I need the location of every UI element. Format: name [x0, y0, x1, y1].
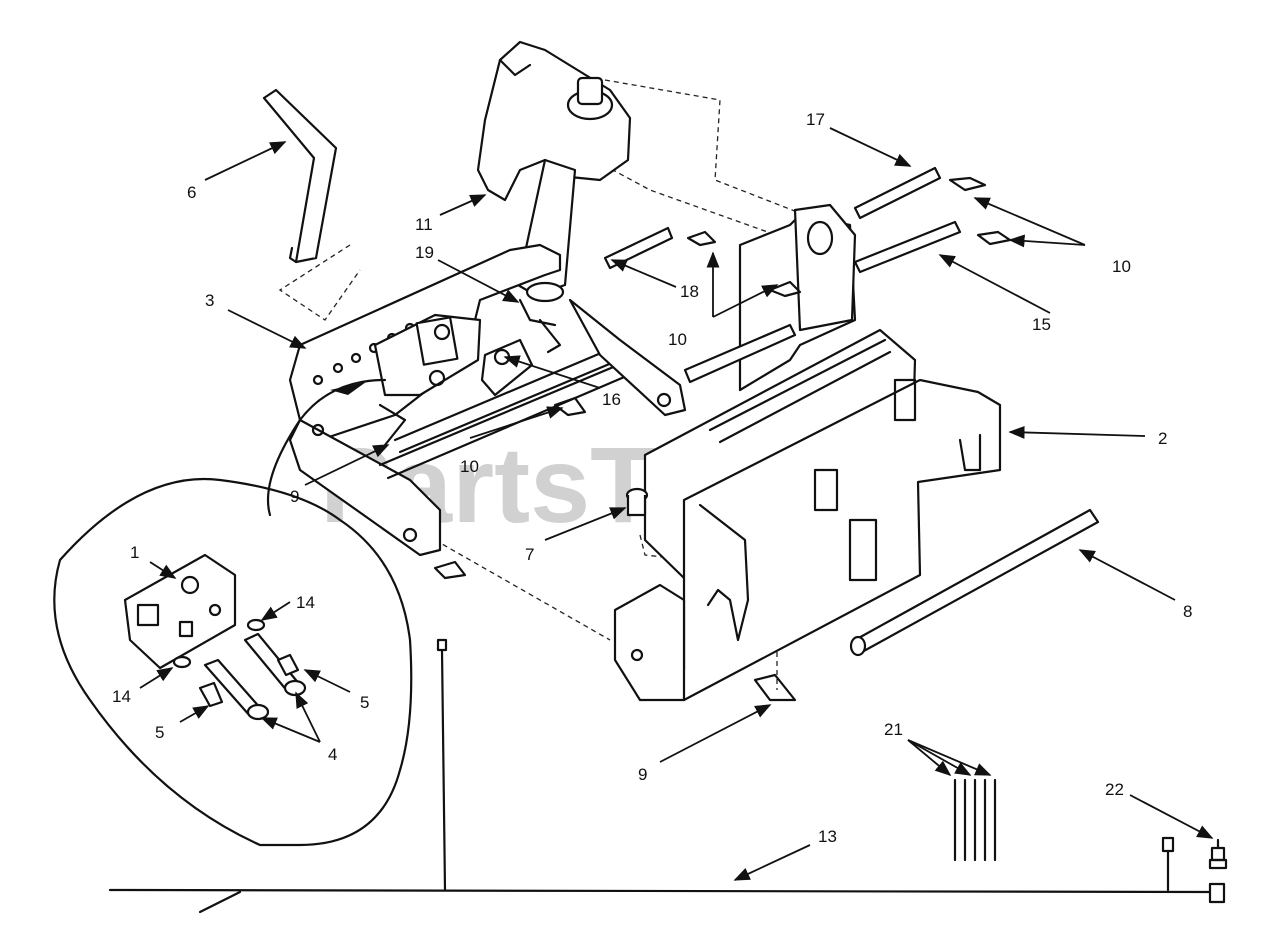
- callout-21: 21: [884, 720, 903, 739]
- callout-1: 1: [130, 543, 139, 562]
- part-8-rod: [849, 508, 1100, 657]
- callout-19: 19: [415, 243, 434, 262]
- callout-14-upper: 14: [296, 593, 315, 612]
- callout-14-lower: 14: [112, 687, 131, 706]
- callout-13: 13: [818, 827, 837, 846]
- part-2-main-frame: [613, 203, 1002, 702]
- inset-detail-box: [53, 378, 413, 847]
- part-7-pin: [625, 487, 649, 517]
- callout-17: 17: [806, 110, 825, 129]
- callout-3: 3: [205, 291, 214, 310]
- callout-15: 15: [1032, 315, 1051, 334]
- leader-arrows: [139, 127, 1214, 881]
- callout-10-right: 10: [1112, 257, 1131, 276]
- rods: [603, 166, 962, 384]
- callout-8: 8: [1183, 602, 1192, 621]
- callout-5-left: 5: [155, 723, 164, 742]
- callout-labels: 6 11 19 3 17 10 18 10 15 16 2 10 9 7 8 9…: [112, 110, 1192, 846]
- part-13-harness: [108, 638, 1228, 914]
- callout-18: 18: [680, 282, 699, 301]
- callout-10-lower: 10: [460, 457, 479, 476]
- callout-7: 7: [525, 545, 534, 564]
- callout-16: 16: [602, 390, 621, 409]
- callout-4: 4: [328, 745, 337, 764]
- hairpin-cotters: [433, 176, 1012, 702]
- callout-22: 22: [1105, 780, 1124, 799]
- callout-9-upper: 9: [290, 487, 299, 506]
- part-21-cable-ties: [953, 778, 997, 862]
- part-6-l-pin: [262, 88, 338, 264]
- callout-9-lower: 9: [638, 765, 647, 784]
- callout-6: 6: [187, 183, 196, 202]
- callout-2: 2: [1158, 429, 1167, 448]
- callout-11: 11: [415, 215, 433, 234]
- callout-10-center: 10: [668, 330, 687, 349]
- callout-5-right: 5: [360, 693, 369, 712]
